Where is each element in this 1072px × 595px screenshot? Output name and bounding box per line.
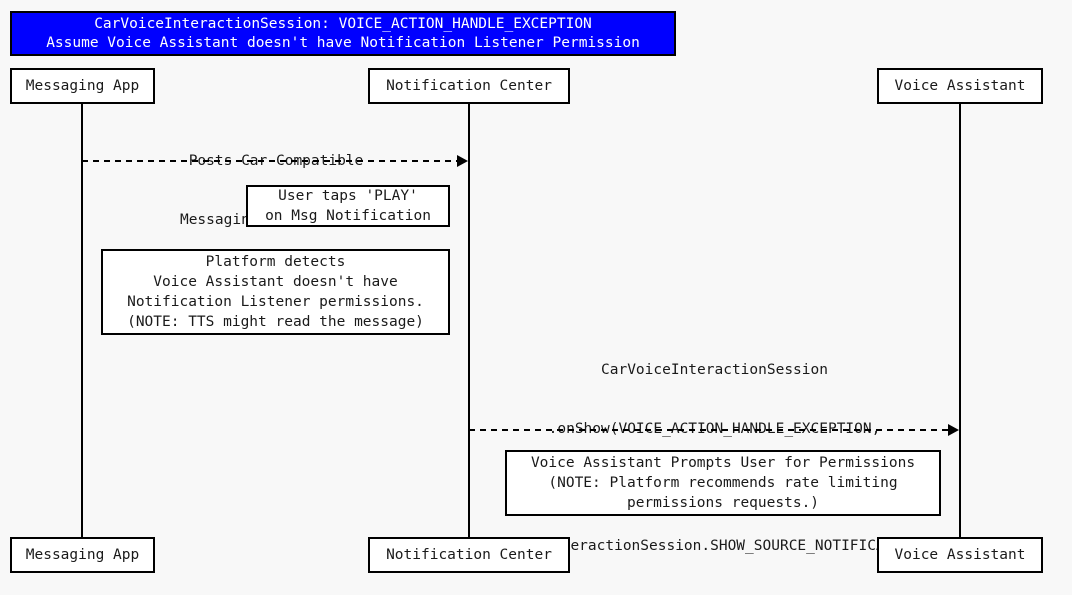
- participant-label: Messaging App: [25, 547, 140, 563]
- note-line: Voice Assistant Prompts User for Permiss…: [530, 455, 916, 471]
- diagram-title-line-1: CarVoiceInteractionSession: VOICE_ACTION…: [94, 15, 592, 32]
- message-label-line: VoiceInteractionSession.SHOW_SOURCE_NOTI…: [500, 537, 929, 554]
- lifeline-notification-center: [468, 104, 470, 537]
- message-arrowhead-on-show: [948, 424, 959, 436]
- note-line: Notification Listener permissions.: [127, 294, 424, 310]
- message-label-line: .onShow(VOICE_ACTION_HANDLE_EXCEPTION,: [469, 420, 960, 440]
- participant-messaging-app-bottom[interactable]: Messaging App: [10, 537, 155, 573]
- message-label-line: CarVoiceInteractionSession: [601, 362, 828, 378]
- participant-label: Voice Assistant: [894, 78, 1026, 94]
- note-line: (NOTE: Platform recommends rate limiting: [548, 475, 898, 491]
- note-line: User taps 'PLAY': [278, 188, 418, 204]
- message-arrow-post-notification: [82, 160, 458, 162]
- diagram-title-line-2: Assume Voice Assistant doesn't have Noti…: [46, 34, 640, 51]
- diagram-title-banner: CarVoiceInteractionSession: VOICE_ACTION…: [10, 11, 676, 56]
- message-arrow-on-show: [469, 429, 949, 431]
- note-line: (NOTE: TTS might read the message): [127, 314, 424, 330]
- participant-label: Messaging App: [25, 78, 140, 94]
- lifeline-messaging-app: [81, 104, 83, 537]
- note-line: Voice Assistant doesn't have: [153, 274, 398, 290]
- note-prompts-permissions: Voice Assistant Prompts User for Permiss…: [505, 450, 941, 516]
- participant-voice-assistant-top[interactable]: Voice Assistant: [877, 68, 1043, 104]
- participant-label: Notification Center: [386, 78, 552, 94]
- note-platform-detects: Platform detects Voice Assistant doesn't…: [101, 249, 450, 335]
- message-arrowhead-post-notification: [457, 155, 468, 167]
- participant-label: Voice Assistant: [894, 547, 1026, 563]
- participant-label: Notification Center: [386, 547, 552, 563]
- participant-voice-assistant-bottom[interactable]: Voice Assistant: [877, 537, 1043, 573]
- participant-notification-center-bottom[interactable]: Notification Center: [368, 537, 570, 573]
- note-user-taps-play: User taps 'PLAY' on Msg Notification: [246, 185, 450, 227]
- participant-messaging-app-top[interactable]: Messaging App: [10, 68, 155, 104]
- note-line: permissions requests.): [626, 495, 820, 511]
- participant-notification-center-top[interactable]: Notification Center: [368, 68, 570, 104]
- note-line: Platform detects: [205, 254, 346, 270]
- note-line: on Msg Notification: [265, 208, 431, 224]
- lifeline-voice-assistant: [959, 104, 961, 537]
